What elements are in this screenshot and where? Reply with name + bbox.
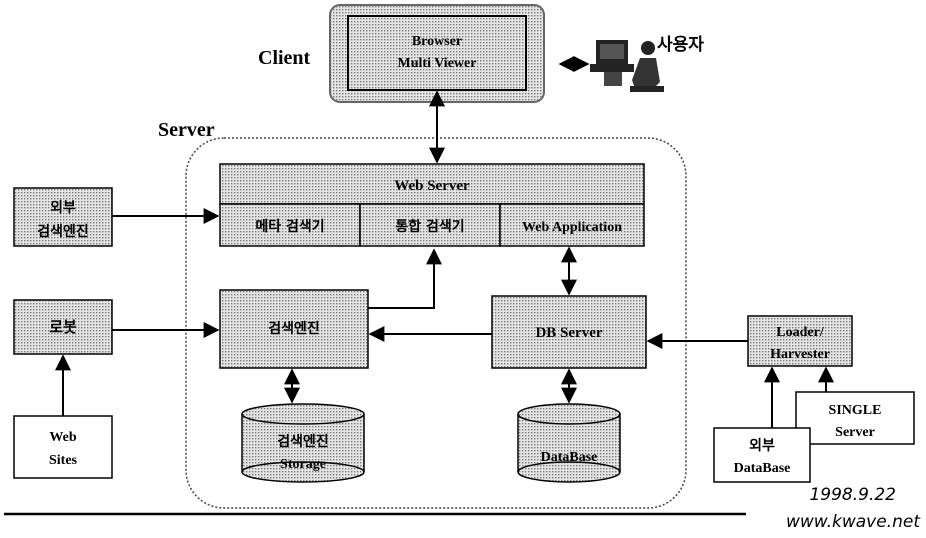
external-engine-box [13, 187, 113, 247]
external-engine-label-2: 검색엔진 [37, 223, 89, 240]
browser-label-1: Browser [412, 34, 462, 49]
user-computer-icon [590, 40, 664, 92]
robot-box [13, 299, 113, 355]
storage-label-2: Storage [280, 457, 326, 472]
single-server-box [795, 391, 915, 445]
robot-label: 로봇 [49, 318, 77, 336]
integrated-search-box [359, 203, 501, 247]
db-server-label: DB Server [535, 325, 602, 341]
web-sites-label-2: Sites [49, 453, 78, 468]
web-application-label: Web Application [522, 220, 622, 235]
meta-search-label: 메타 검색기 [255, 218, 324, 235]
db-server-box [491, 295, 647, 369]
web-server-label: Web Server [394, 178, 470, 194]
loader-label-1: Loader/ [776, 325, 825, 340]
external-db-label-2: DataBase [734, 461, 791, 476]
web-application-box [499, 203, 645, 247]
database-label: DataBase [541, 450, 598, 465]
single-server-label-1: SINGLE [829, 403, 882, 418]
web-sites-label-1: Web [49, 430, 76, 445]
integrated-search-label: 통합 검색기 [395, 218, 464, 235]
footer-site: www.kwave.net [786, 512, 921, 532]
search-engine-label: 검색엔진 [268, 320, 320, 337]
web-sites-box [13, 415, 113, 479]
storage-cylinder [241, 403, 365, 483]
external-db-box [713, 427, 811, 483]
loader-box [747, 315, 853, 367]
external-db-label-1: 외부 [749, 437, 775, 454]
footer-date: 1998.9.22 [809, 485, 896, 505]
server-label: Server [158, 119, 215, 141]
single-server-label-2: Server [835, 425, 875, 440]
user-label: 사용자 [657, 35, 704, 55]
loader-label-2: Harvester [770, 347, 830, 362]
database-cylinder [517, 403, 621, 483]
browser-label-2: Multi Viewer [398, 56, 477, 71]
storage-label-1: 검색엔진 [277, 433, 329, 450]
browser-box [347, 15, 527, 91]
searchengine-webserver-arrow [368, 248, 442, 309]
web-server-box [219, 163, 645, 205]
external-engine-label-1: 외부 [50, 199, 76, 216]
client-label: Client [258, 47, 311, 69]
search-engine-box [219, 289, 369, 369]
